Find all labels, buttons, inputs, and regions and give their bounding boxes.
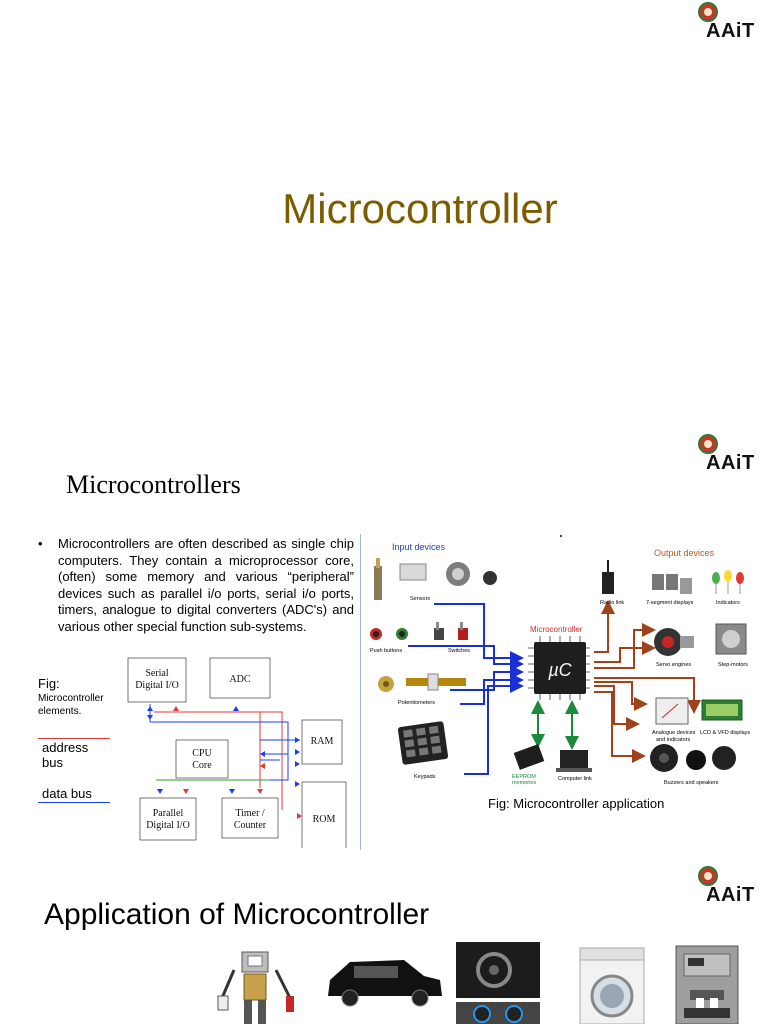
- microcontroller-application-figure: Input devices Output devices Microc: [370, 542, 750, 786]
- legend-data-bus: data bus: [38, 786, 110, 803]
- serial-label-2: Digital I/O: [135, 680, 179, 691]
- push-buttons-icons: [370, 622, 468, 640]
- data-bus-line: [38, 802, 110, 803]
- washing-machine-icon: [579, 947, 645, 1024]
- figure-label: Fig:: [38, 676, 60, 691]
- indicators-label: Indicators: [716, 600, 740, 606]
- bullet-paragraph: • Microcontrollers are often described a…: [38, 536, 354, 635]
- university-seal-icon: [698, 434, 718, 454]
- slide-title: AAiT Microcontroller: [0, 0, 768, 420]
- car-icon: [328, 960, 442, 1007]
- center-label: Microcontroller: [530, 625, 583, 634]
- address-bus-line: [38, 738, 110, 739]
- rom-label: ROM: [313, 814, 336, 825]
- car-dashboard-icon: [456, 942, 540, 1024]
- application-photos: [217, 942, 739, 1024]
- robot-icon: [217, 951, 294, 1024]
- servo-icon: [654, 628, 694, 656]
- output-devices-title: Output devices: [654, 548, 715, 558]
- slide-heading: Application of Microcontroller: [44, 898, 430, 931]
- adc-label: ADC: [229, 674, 250, 685]
- keypads-label: Keypads: [414, 774, 436, 780]
- potentiometers-icons: [378, 673, 466, 692]
- analogue-meter-icon: [655, 697, 689, 725]
- eeprom-label-2: memories: [512, 780, 536, 786]
- aait-logo: AAiT: [698, 434, 762, 482]
- microcontroller-block-diagram: Serial Digital I/O ADC RAM CPU Core ROM …: [127, 657, 347, 848]
- laptop-icon: [556, 750, 592, 772]
- logo-text: AAiT: [706, 452, 755, 474]
- indicators-icon: [712, 570, 744, 594]
- potentiometers-label: Potentiometers: [398, 700, 435, 706]
- seg-displays-label: 7-segment displays: [646, 600, 694, 606]
- serial-io-box: [127, 657, 187, 703]
- push-buttons-label: Push buttons: [370, 648, 402, 654]
- figure-caption: Fig: Microcontroller application: [488, 796, 665, 811]
- university-seal-icon: [698, 866, 718, 886]
- radio-link-icon: [602, 560, 614, 594]
- cpu-label-2: Core: [192, 760, 212, 771]
- eeprom-icon: [513, 744, 545, 770]
- sensors-label: Sensors: [410, 596, 430, 602]
- microcontroller-chip-icon: µC: [528, 636, 590, 700]
- legend-address-bus: address bus: [38, 738, 110, 770]
- analogue-label-2: and indicators: [656, 737, 690, 743]
- figure-sublabel: Microcontroller elements.: [38, 693, 104, 717]
- switches-label: Switches: [448, 648, 470, 654]
- rom-box: [301, 781, 347, 848]
- bullet-mark: •: [38, 536, 43, 551]
- legend-address-text: address bus: [42, 740, 89, 770]
- timer-box: [221, 797, 279, 839]
- logo-text: AAiT: [706, 884, 755, 906]
- sensors-icons: [374, 558, 497, 600]
- timer-label-1: Timer /: [235, 808, 265, 819]
- computer-link-label: Computer link: [558, 776, 592, 782]
- slide-title-text: Microcontroller: [282, 185, 558, 232]
- slide-microcontrollers: AAiT Microcontrollers • Microcontrollers…: [0, 430, 768, 860]
- ram-label: RAM: [311, 736, 334, 747]
- buzzers-label: Buzzers and speakers: [664, 780, 719, 786]
- buzzers-speakers-icon: [650, 744, 736, 772]
- servo-label: Servo engines: [656, 662, 691, 668]
- step-motors-label: Step-motors: [718, 662, 748, 668]
- step-motor-icon: [715, 623, 747, 655]
- eeprom-label-1: EEPROM: [512, 774, 536, 780]
- aait-logo: AAiT: [698, 866, 762, 914]
- radio-link-label: Radio link: [600, 600, 624, 606]
- chip-label: µC: [547, 660, 572, 680]
- lcd-icon: [701, 699, 743, 721]
- parallel-label-2: Digital I/O: [146, 820, 190, 831]
- keypad-icon: [397, 721, 449, 765]
- parallel-io-box: [139, 797, 197, 841]
- slide-heading: Microcontrollers: [66, 470, 241, 499]
- ram-box: [301, 719, 343, 765]
- analogue-label-1: Analogue devices: [652, 730, 696, 736]
- bullet-text: Microcontrollers are often described as …: [58, 536, 354, 634]
- logo-text: AAiT: [706, 20, 755, 42]
- aait-logo: AAiT: [698, 2, 762, 50]
- coffee-machine-icon: [675, 945, 739, 1024]
- cpu-box: [175, 739, 229, 779]
- bus-arrows: [147, 706, 302, 819]
- column-divider: [360, 534, 361, 850]
- university-seal-icon: [698, 2, 718, 22]
- slide-applications: AAiT Application of Microcontroller: [0, 864, 768, 1024]
- stray-dot: [560, 535, 562, 537]
- timer-label-2: Counter: [234, 820, 267, 831]
- parallel-label-1: Parallel: [153, 808, 184, 819]
- input-devices-title: Input devices: [392, 542, 446, 552]
- cpu-label-1: CPU: [192, 748, 212, 759]
- serial-label-1: Serial: [145, 668, 169, 679]
- seven-segment-icon: [652, 574, 692, 594]
- lcd-label: LCD & VFD displays: [700, 730, 750, 736]
- adc-box: [209, 657, 271, 699]
- legend-data-text: data bus: [42, 786, 92, 801]
